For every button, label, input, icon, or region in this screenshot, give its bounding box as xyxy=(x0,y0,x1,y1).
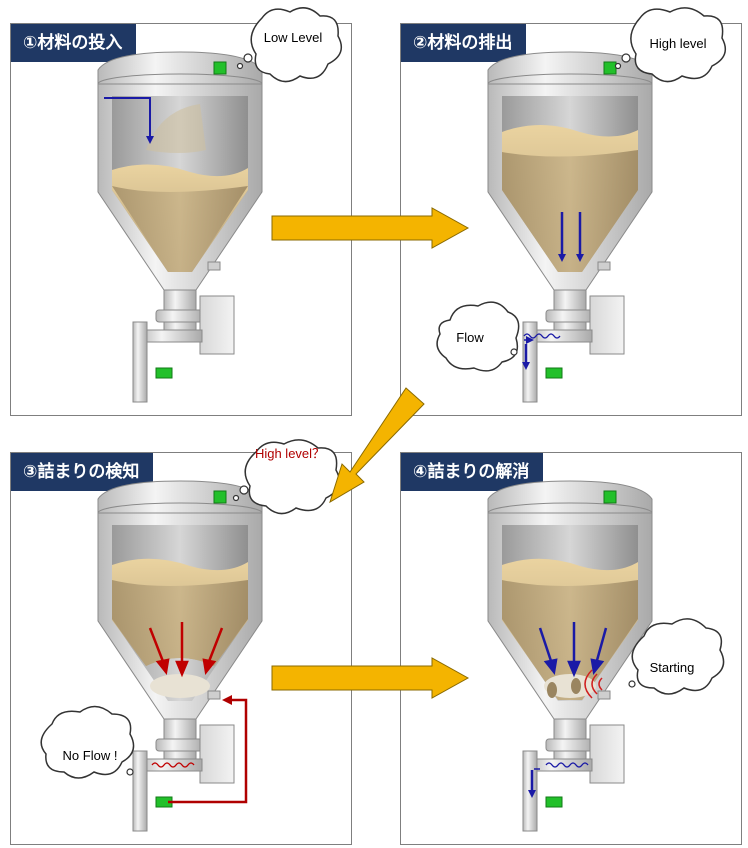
bubble-flow: Flow xyxy=(437,302,519,371)
bubble-low-level-text: Low Level xyxy=(264,30,323,45)
bubble-high-level-text: High level xyxy=(649,36,706,51)
bubble-high-level-question-text: High level？ xyxy=(255,446,325,461)
flow-sensor-icon-4 xyxy=(546,797,562,807)
material-high xyxy=(502,125,638,272)
bubble-no-flow: No Flow ! xyxy=(41,706,133,778)
flow-sensor-icon xyxy=(156,368,172,378)
level-sensor-icon xyxy=(214,62,226,74)
bubble-no-flow-text: No Flow ! xyxy=(63,748,118,763)
material-clog xyxy=(112,559,248,698)
level-sensor-icon-3 xyxy=(214,491,226,503)
level-sensor-icon-2 xyxy=(604,62,616,74)
transition-arrow-1-to-2 xyxy=(272,208,468,248)
flow-sensor-icon-2 xyxy=(546,368,562,378)
bubble-flow-text: Flow xyxy=(456,330,484,345)
transition-arrow-3-to-4 xyxy=(272,658,468,698)
transition-arrow-2-to-3 xyxy=(330,388,424,502)
bubble-starting-text: Starting xyxy=(650,660,695,675)
level-sensor-icon-4 xyxy=(604,491,616,503)
discharge-unit xyxy=(200,296,234,354)
material-clearing xyxy=(502,559,638,700)
flow-pipe xyxy=(133,322,147,402)
